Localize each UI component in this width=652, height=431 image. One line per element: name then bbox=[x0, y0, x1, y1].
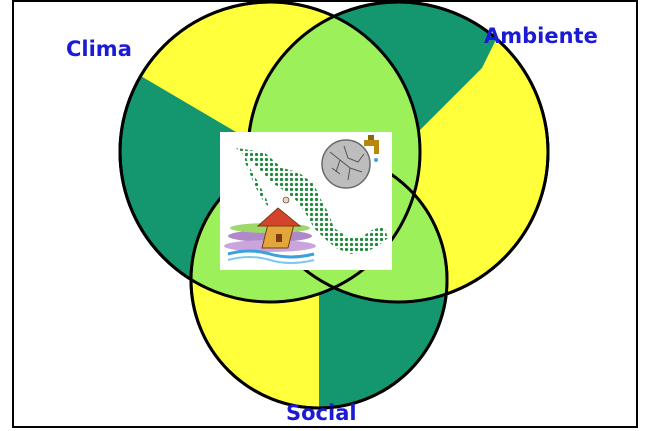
social-label: Social bbox=[286, 401, 357, 425]
dry-earth-faucet-icon bbox=[321, 135, 379, 189]
clima-label: Clima bbox=[66, 37, 132, 61]
ambiente-label: Ambiente bbox=[484, 24, 598, 48]
venn-diagram bbox=[118, 2, 550, 410]
center-collage-image bbox=[220, 132, 392, 270]
diagram-frame: Clima Ambiente Social bbox=[12, 0, 638, 428]
flooded-house-icon bbox=[224, 196, 316, 264]
mexico-map bbox=[236, 148, 388, 254]
